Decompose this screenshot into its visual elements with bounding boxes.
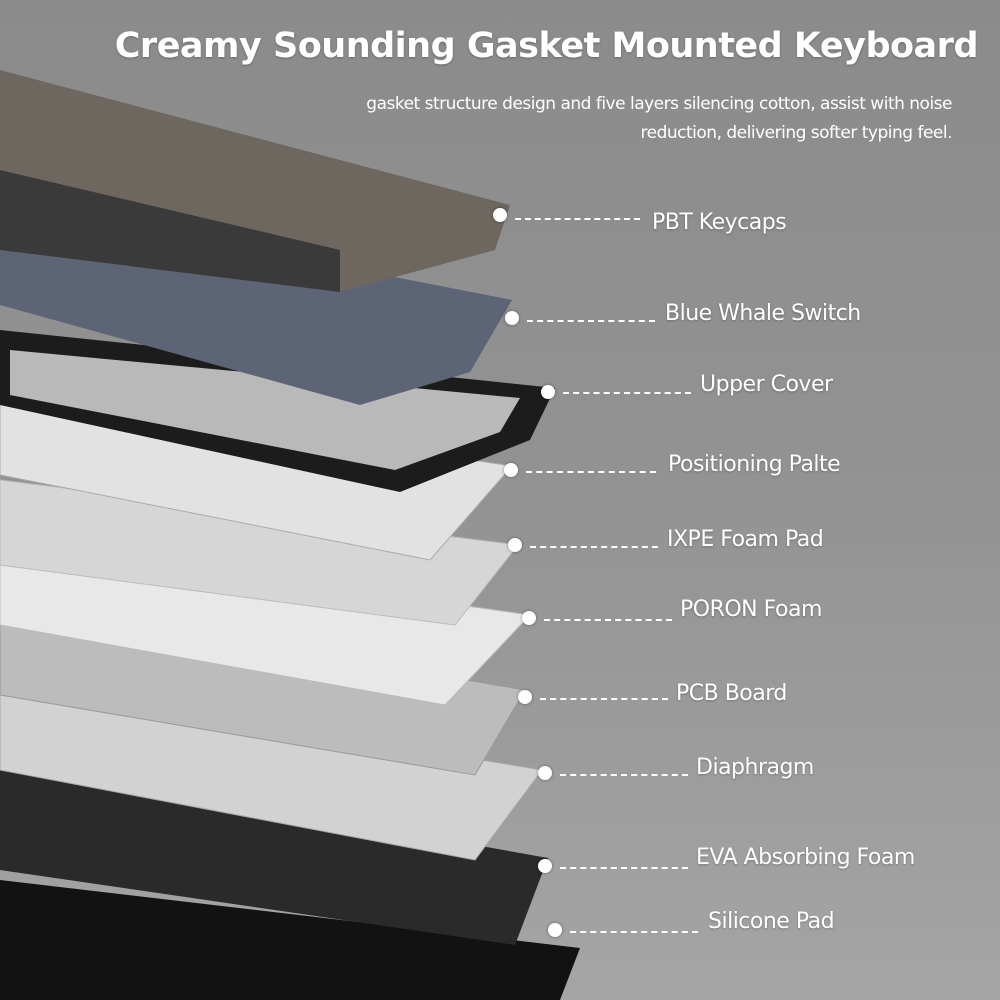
label-eva-absorbing-foam: EVA Absorbing Foam <box>696 845 915 870</box>
label-pcb-board: PCB Board <box>676 681 787 706</box>
label-ixpe-foam-pad: IXPE Foam Pad <box>667 527 824 552</box>
label-upper-cover: Upper Cover <box>700 372 833 397</box>
page-subtitle: gasket structure design and five layers … <box>366 94 952 143</box>
page-title: Creamy Sounding Gasket Mounted Keyboard <box>114 26 979 66</box>
label-blue-whale-switch: Blue Whale Switch <box>665 301 861 326</box>
label-pbt-keycaps: PBT Keycaps <box>652 210 787 235</box>
upper-cover-opening <box>10 350 520 470</box>
label-silicone-pad: Silicone Pad <box>708 909 835 934</box>
label-poron-foam: PORON Foam <box>680 597 822 622</box>
label-diaphragm: Diaphragm <box>696 755 814 780</box>
keycaps-dark-row <box>0 170 340 292</box>
label-positioning-plate: Positioning Palte <box>668 452 841 477</box>
layer-silicone-pad <box>0 880 580 1000</box>
layer-eva-foam <box>0 760 548 945</box>
